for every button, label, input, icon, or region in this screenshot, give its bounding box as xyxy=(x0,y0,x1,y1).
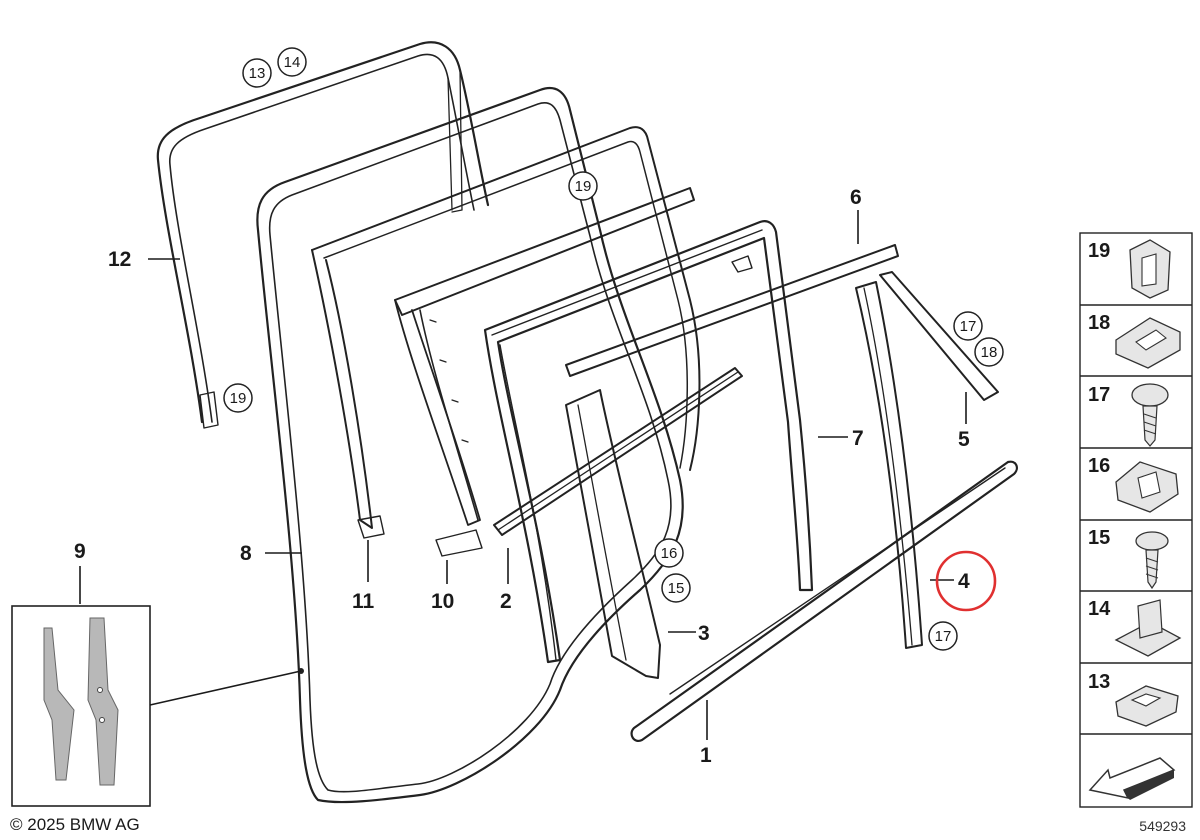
label-2: 2 xyxy=(500,590,512,613)
svg-text:15: 15 xyxy=(1088,527,1110,549)
svg-text:19: 19 xyxy=(1088,240,1110,262)
highlight-circle xyxy=(935,550,997,612)
leader-lines xyxy=(79,210,967,740)
label-10: 10 xyxy=(431,590,454,613)
svg-text:19: 19 xyxy=(575,178,592,195)
circled-18: 18 xyxy=(974,337,1004,367)
legend-item-16[interactable]: 16 xyxy=(1088,455,1179,513)
label-4: 4 xyxy=(958,570,970,593)
legend-item-18[interactable]: 18 xyxy=(1088,312,1181,369)
svg-text:18: 18 xyxy=(981,344,998,361)
part-9-inset[interactable] xyxy=(11,605,151,807)
part-5-corner-trim[interactable] xyxy=(879,271,999,401)
circled-17-b: 17 xyxy=(928,621,958,651)
part-8-door-frame-seal[interactable] xyxy=(256,86,684,804)
label-5: 5 xyxy=(958,428,970,451)
clip-19-icon xyxy=(1129,239,1171,299)
legend-item-17[interactable]: 17 xyxy=(1088,383,1169,447)
circled-13: 13 xyxy=(242,58,272,88)
part-number-labels: 12 9 8 11 10 2 3 1 6 7 5 4 xyxy=(74,186,970,767)
svg-text:16: 16 xyxy=(661,545,678,562)
diagram-number: 549293 xyxy=(1139,818,1186,834)
part-2-inner-belt-seal[interactable] xyxy=(493,367,743,536)
label-7: 7 xyxy=(852,427,864,450)
label-9: 9 xyxy=(74,540,86,563)
svg-text:17: 17 xyxy=(960,318,977,335)
nav-arrow[interactable] xyxy=(1088,757,1176,800)
svg-text:17: 17 xyxy=(935,628,952,645)
svg-text:13: 13 xyxy=(1088,671,1110,693)
circled-15: 15 xyxy=(661,573,691,603)
svg-text:16: 16 xyxy=(1088,455,1110,477)
clip-18-icon xyxy=(1115,317,1181,369)
part-7-window-frame-seal[interactable] xyxy=(483,220,814,664)
svg-text:14: 14 xyxy=(284,54,301,71)
svg-text:15: 15 xyxy=(668,580,685,597)
part-4-window-guide[interactable] xyxy=(855,281,923,649)
part-11-window-channel[interactable] xyxy=(311,126,701,539)
label-1: 1 xyxy=(700,744,712,767)
svg-text:14: 14 xyxy=(1088,598,1111,620)
copyright: © 2025 BMW AG xyxy=(10,815,140,834)
screw-15-icon xyxy=(1135,531,1169,590)
part-3-pillar-cover[interactable] xyxy=(565,389,661,679)
part-12-roof-seal[interactable] xyxy=(156,41,490,429)
svg-text:17: 17 xyxy=(1088,384,1110,406)
part-10-guide-rail[interactable] xyxy=(394,187,695,557)
clip-14-icon xyxy=(1114,599,1182,657)
circled-19-a: 19 xyxy=(568,171,598,201)
label-11: 11 xyxy=(352,590,375,613)
legend-item-19[interactable]: 19 xyxy=(1088,239,1171,299)
svg-text:13: 13 xyxy=(249,65,266,82)
screw-17-icon xyxy=(1131,383,1169,447)
legend-item-13[interactable]: 13 xyxy=(1088,671,1179,727)
label-12: 12 xyxy=(108,248,131,271)
part-1-belt-moulding[interactable] xyxy=(630,460,1018,742)
label-3: 3 xyxy=(698,622,710,645)
part-6-roof-strip[interactable] xyxy=(565,244,899,377)
circled-14: 14 xyxy=(277,47,307,77)
svg-text:18: 18 xyxy=(1088,312,1110,334)
arrow-icon xyxy=(1088,757,1176,800)
circled-labels: 13 14 19 19 17 18 16 15 xyxy=(223,47,1004,651)
legend-column: 19 18 17 16 xyxy=(1079,232,1193,808)
clip-13-icon xyxy=(1115,685,1179,727)
label-8: 8 xyxy=(240,542,252,565)
label-6: 6 xyxy=(850,186,862,209)
circled-16: 16 xyxy=(654,538,684,568)
clip-16-icon xyxy=(1115,461,1179,513)
circled-19-b: 19 xyxy=(223,383,253,413)
legend-item-15[interactable]: 15 xyxy=(1088,527,1169,590)
legend-item-14[interactable]: 14 xyxy=(1088,598,1182,657)
circled-17-a: 17 xyxy=(953,311,983,341)
svg-text:19: 19 xyxy=(230,390,247,407)
